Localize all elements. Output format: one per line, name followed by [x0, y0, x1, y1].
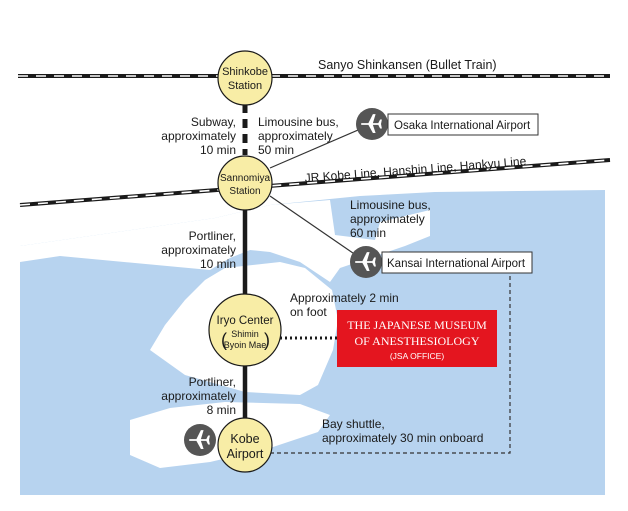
svg-text:Bay shuttle,: Bay shuttle, [322, 417, 385, 431]
limousine-route-kansai [269, 195, 367, 263]
station-kobe-airport-suffix: Airport [227, 447, 264, 461]
station-iryo-center-name: Iryo Center [217, 315, 274, 327]
station-sannomiya-suffix: Station [229, 186, 260, 197]
subway-label: Subway, approximately 10 min [161, 115, 236, 157]
station-iryo-center-sub2: Byoin Mae [224, 340, 267, 350]
svg-text:10 min: 10 min [200, 143, 236, 157]
station-sannomiya[interactable]: Sannomiya Station [217, 155, 273, 211]
station-shinkobe-suffix: Station [228, 80, 262, 92]
bay-shuttle-route [270, 273, 511, 454]
airplane-icon [350, 246, 382, 278]
shinkansen-label: Sanyo Shinkansen (Bullet Train) [318, 58, 497, 72]
svg-text:approximately: approximately [161, 243, 236, 257]
museum-name-line1: THE JAPANESE MUSEUM [347, 318, 487, 332]
svg-text:Subway,: Subway, [191, 115, 236, 129]
paren-right-glyph: ) [264, 330, 270, 350]
museum-name-line2: OF ANESTHESIOLOGY [354, 334, 479, 348]
jr-lines-label: JR Kobe Line, Hanshin Line, Hankyu Line [304, 154, 527, 185]
svg-text:approximately: approximately [161, 389, 236, 403]
station-sannomiya-name: Sannomiya [220, 173, 270, 184]
svg-text:approximately: approximately [350, 212, 425, 226]
kansai-airport-name: Kansai International Airport [387, 258, 526, 270]
station-kobe-airport[interactable]: Kobe Airport [217, 417, 273, 473]
mainland [20, 200, 430, 282]
svg-text:approximately: approximately [258, 129, 333, 143]
svg-text:8 min: 8 min [207, 403, 236, 417]
svg-text:on foot: on foot [290, 305, 327, 319]
station-shinkobe-name: Shinkobe [222, 66, 268, 78]
portliner-2-label: Portliner, approximately 8 min [161, 375, 236, 417]
limousine-kansai-label: Limousine bus, approximately 60 min [350, 198, 431, 240]
paren-left-glyph: ( [221, 330, 227, 350]
limousine-osaka-label: Limousine bus, approximately 50 min [258, 115, 339, 157]
svg-text:Portliner,: Portliner, [189, 229, 236, 243]
limousine-route-osaka [269, 123, 373, 169]
svg-text:50 min: 50 min [258, 143, 294, 157]
jr-rail [19, 158, 611, 207]
svg-text:approximately: approximately [161, 129, 236, 143]
osaka-airport-label[interactable]: Osaka International Airport [387, 113, 539, 136]
portliner-1-label: Portliner, approximately 10 min [161, 229, 236, 271]
land-shore [20, 495, 605, 500]
airplane-icon [356, 108, 388, 140]
station-shinkobe[interactable]: Shinkobe Station [217, 50, 273, 106]
svg-text:Approximately 2 min: Approximately 2 min [290, 291, 399, 305]
station-iryo-center[interactable]: Iryo Center ( ) Shimin Byoin Mae [208, 293, 282, 367]
station-iryo-center-sub1: Shimin [231, 329, 259, 339]
bay-shuttle-label: Bay shuttle, approximately 30 min onboar… [322, 417, 483, 445]
airplane-icon [184, 424, 216, 456]
svg-text:Limousine bus,: Limousine bus, [258, 115, 339, 129]
osaka-airport-name: Osaka International Airport [394, 120, 531, 132]
kansai-airport-label[interactable]: Kansai International Airport [381, 251, 533, 274]
museum-box[interactable]: THE JAPANESE MUSEUM OF ANESTHESIOLOGY (J… [337, 310, 497, 367]
museum-office: (JSA OFFICE) [390, 351, 444, 361]
svg-text:Limousine bus,: Limousine bus, [350, 198, 431, 212]
svg-text:approximately 30 min onboard: approximately 30 min onboard [322, 431, 483, 445]
svg-text:60 min: 60 min [350, 226, 386, 240]
svg-text:Portliner,: Portliner, [189, 375, 236, 389]
walk-label: Approximately 2 min on foot [290, 291, 399, 319]
svg-text:10 min: 10 min [200, 257, 236, 271]
station-kobe-airport-name: Kobe [230, 432, 259, 446]
